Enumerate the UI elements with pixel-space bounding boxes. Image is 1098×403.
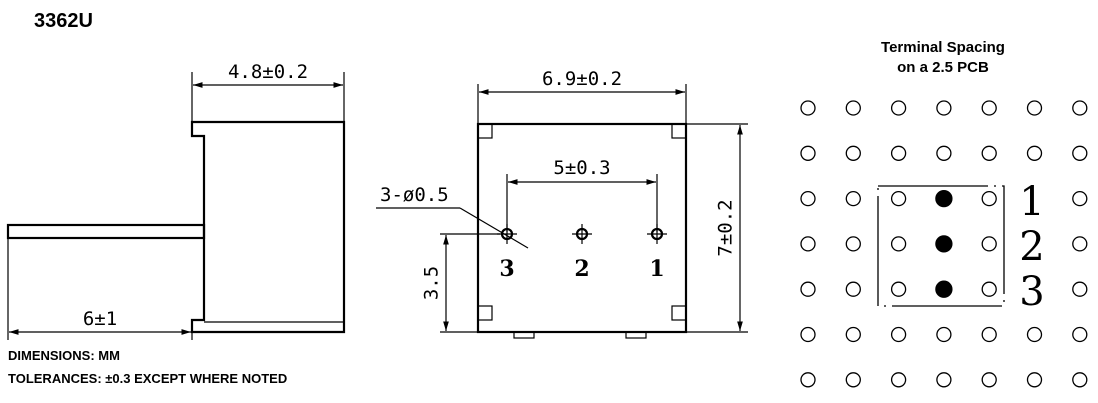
pcb-hole-used bbox=[935, 189, 953, 208]
pcb-title-line2: on a 2.5 PCB bbox=[897, 59, 989, 76]
pcb-hole bbox=[800, 145, 816, 161]
front-height-label: 7±0.2 bbox=[715, 199, 737, 256]
pcb-hole bbox=[890, 236, 907, 252]
pcb-pin-label-1: 1 bbox=[1019, 179, 1044, 225]
footprint-outline bbox=[877, 185, 1005, 307]
front-view: 6.9±0.2 7±0.2 5±0.3 3 2 1 bbox=[376, 68, 748, 339]
pcb-hole bbox=[936, 372, 952, 388]
pcb-hole bbox=[981, 326, 997, 343]
pcb-hole bbox=[800, 100, 816, 116]
pcb-hole bbox=[1026, 100, 1043, 116]
pin-hole-2 bbox=[572, 224, 592, 244]
pin-label-2: 2 bbox=[574, 256, 589, 282]
tolerances-note: TOLERANCES: ±0.3 EXCEPT WHERE NOTED bbox=[8, 371, 287, 386]
pcb-hole bbox=[845, 372, 861, 388]
pcb-hole bbox=[890, 145, 907, 161]
pin-hole-1 bbox=[647, 224, 667, 244]
pcb-hole bbox=[890, 100, 907, 116]
pcb-hole bbox=[936, 145, 952, 161]
pcb-title-line1: Terminal Spacing bbox=[881, 39, 1005, 56]
pcb-hole bbox=[845, 100, 861, 116]
pcb-hole bbox=[1026, 145, 1043, 161]
pcb-hole bbox=[890, 281, 907, 297]
pcb-hole bbox=[890, 326, 907, 343]
dimensions-note: DIMENSIONS: MM bbox=[8, 348, 120, 363]
pcb-hole bbox=[1072, 281, 1088, 297]
pcb-hole bbox=[800, 372, 816, 388]
pcb-pin-label-3: 3 bbox=[1019, 269, 1044, 315]
pcb-hole bbox=[981, 190, 997, 207]
side-depth-label: 4.8±0.2 bbox=[228, 61, 308, 83]
corner-notch-br bbox=[671, 305, 687, 321]
corner-notch-tr bbox=[671, 123, 687, 139]
hole-size-label: 3-ø0.5 bbox=[380, 184, 449, 206]
side-body-outline bbox=[190, 120, 346, 334]
pcb-hole bbox=[936, 326, 952, 343]
pcb-hole bbox=[845, 145, 861, 161]
pcb-hole bbox=[1072, 326, 1088, 343]
pcb-hole bbox=[1072, 372, 1088, 388]
pcb-hole bbox=[845, 190, 861, 207]
pcb-hole bbox=[1072, 100, 1088, 116]
pcb-hole bbox=[981, 281, 997, 297]
bottom-tab-right bbox=[625, 331, 647, 339]
pcb-hole bbox=[1072, 145, 1088, 161]
pcb-pin-label-2: 2 bbox=[1019, 224, 1044, 270]
corner-notch-bl bbox=[477, 305, 493, 321]
pin-label-3: 3 bbox=[499, 256, 514, 282]
pin-label-1: 1 bbox=[649, 256, 664, 282]
pcb-hole bbox=[800, 326, 816, 343]
lead-length-label: 6±1 bbox=[83, 308, 117, 330]
pcb-hole-used bbox=[935, 280, 953, 298]
part-number-title: 3362U bbox=[34, 10, 93, 32]
pcb-hole bbox=[1026, 326, 1043, 343]
hole-leader-line bbox=[459, 207, 529, 249]
pcb-hole bbox=[845, 281, 861, 297]
pcb-hole bbox=[845, 236, 861, 252]
front-width-label: 6.9±0.2 bbox=[542, 68, 622, 90]
pin-height-label: 3.5 bbox=[421, 266, 443, 300]
pcb-hole-used bbox=[935, 235, 953, 253]
pcb-hole bbox=[981, 372, 997, 388]
pcb-hole bbox=[1026, 372, 1043, 388]
pcb-hole bbox=[890, 372, 907, 388]
pcb-hole bbox=[981, 100, 997, 116]
front-body-outline bbox=[476, 122, 688, 334]
bottom-tab-left bbox=[513, 331, 535, 339]
pcb-hole bbox=[936, 100, 952, 116]
side-lead bbox=[6, 223, 206, 240]
pcb-hole-grid bbox=[800, 100, 1088, 388]
pcb-hole bbox=[800, 236, 816, 252]
pcb-hole bbox=[981, 236, 997, 252]
corner-notch-tl bbox=[477, 123, 493, 139]
pin-hole-3 bbox=[497, 224, 517, 244]
pcb-hole bbox=[800, 190, 816, 207]
pin-pitch-label: 5±0.3 bbox=[553, 157, 610, 179]
pcb-hole bbox=[1072, 236, 1088, 252]
side-view: 4.8±0.2 6±1 bbox=[6, 61, 346, 340]
pcb-layout: Terminal Spacing on a 2.5 PCB 1 2 3 bbox=[800, 39, 1088, 388]
pcb-hole bbox=[800, 281, 816, 297]
pcb-hole bbox=[981, 145, 997, 161]
pcb-hole bbox=[845, 326, 861, 343]
pcb-hole bbox=[890, 190, 907, 207]
pcb-hole bbox=[1072, 190, 1088, 207]
